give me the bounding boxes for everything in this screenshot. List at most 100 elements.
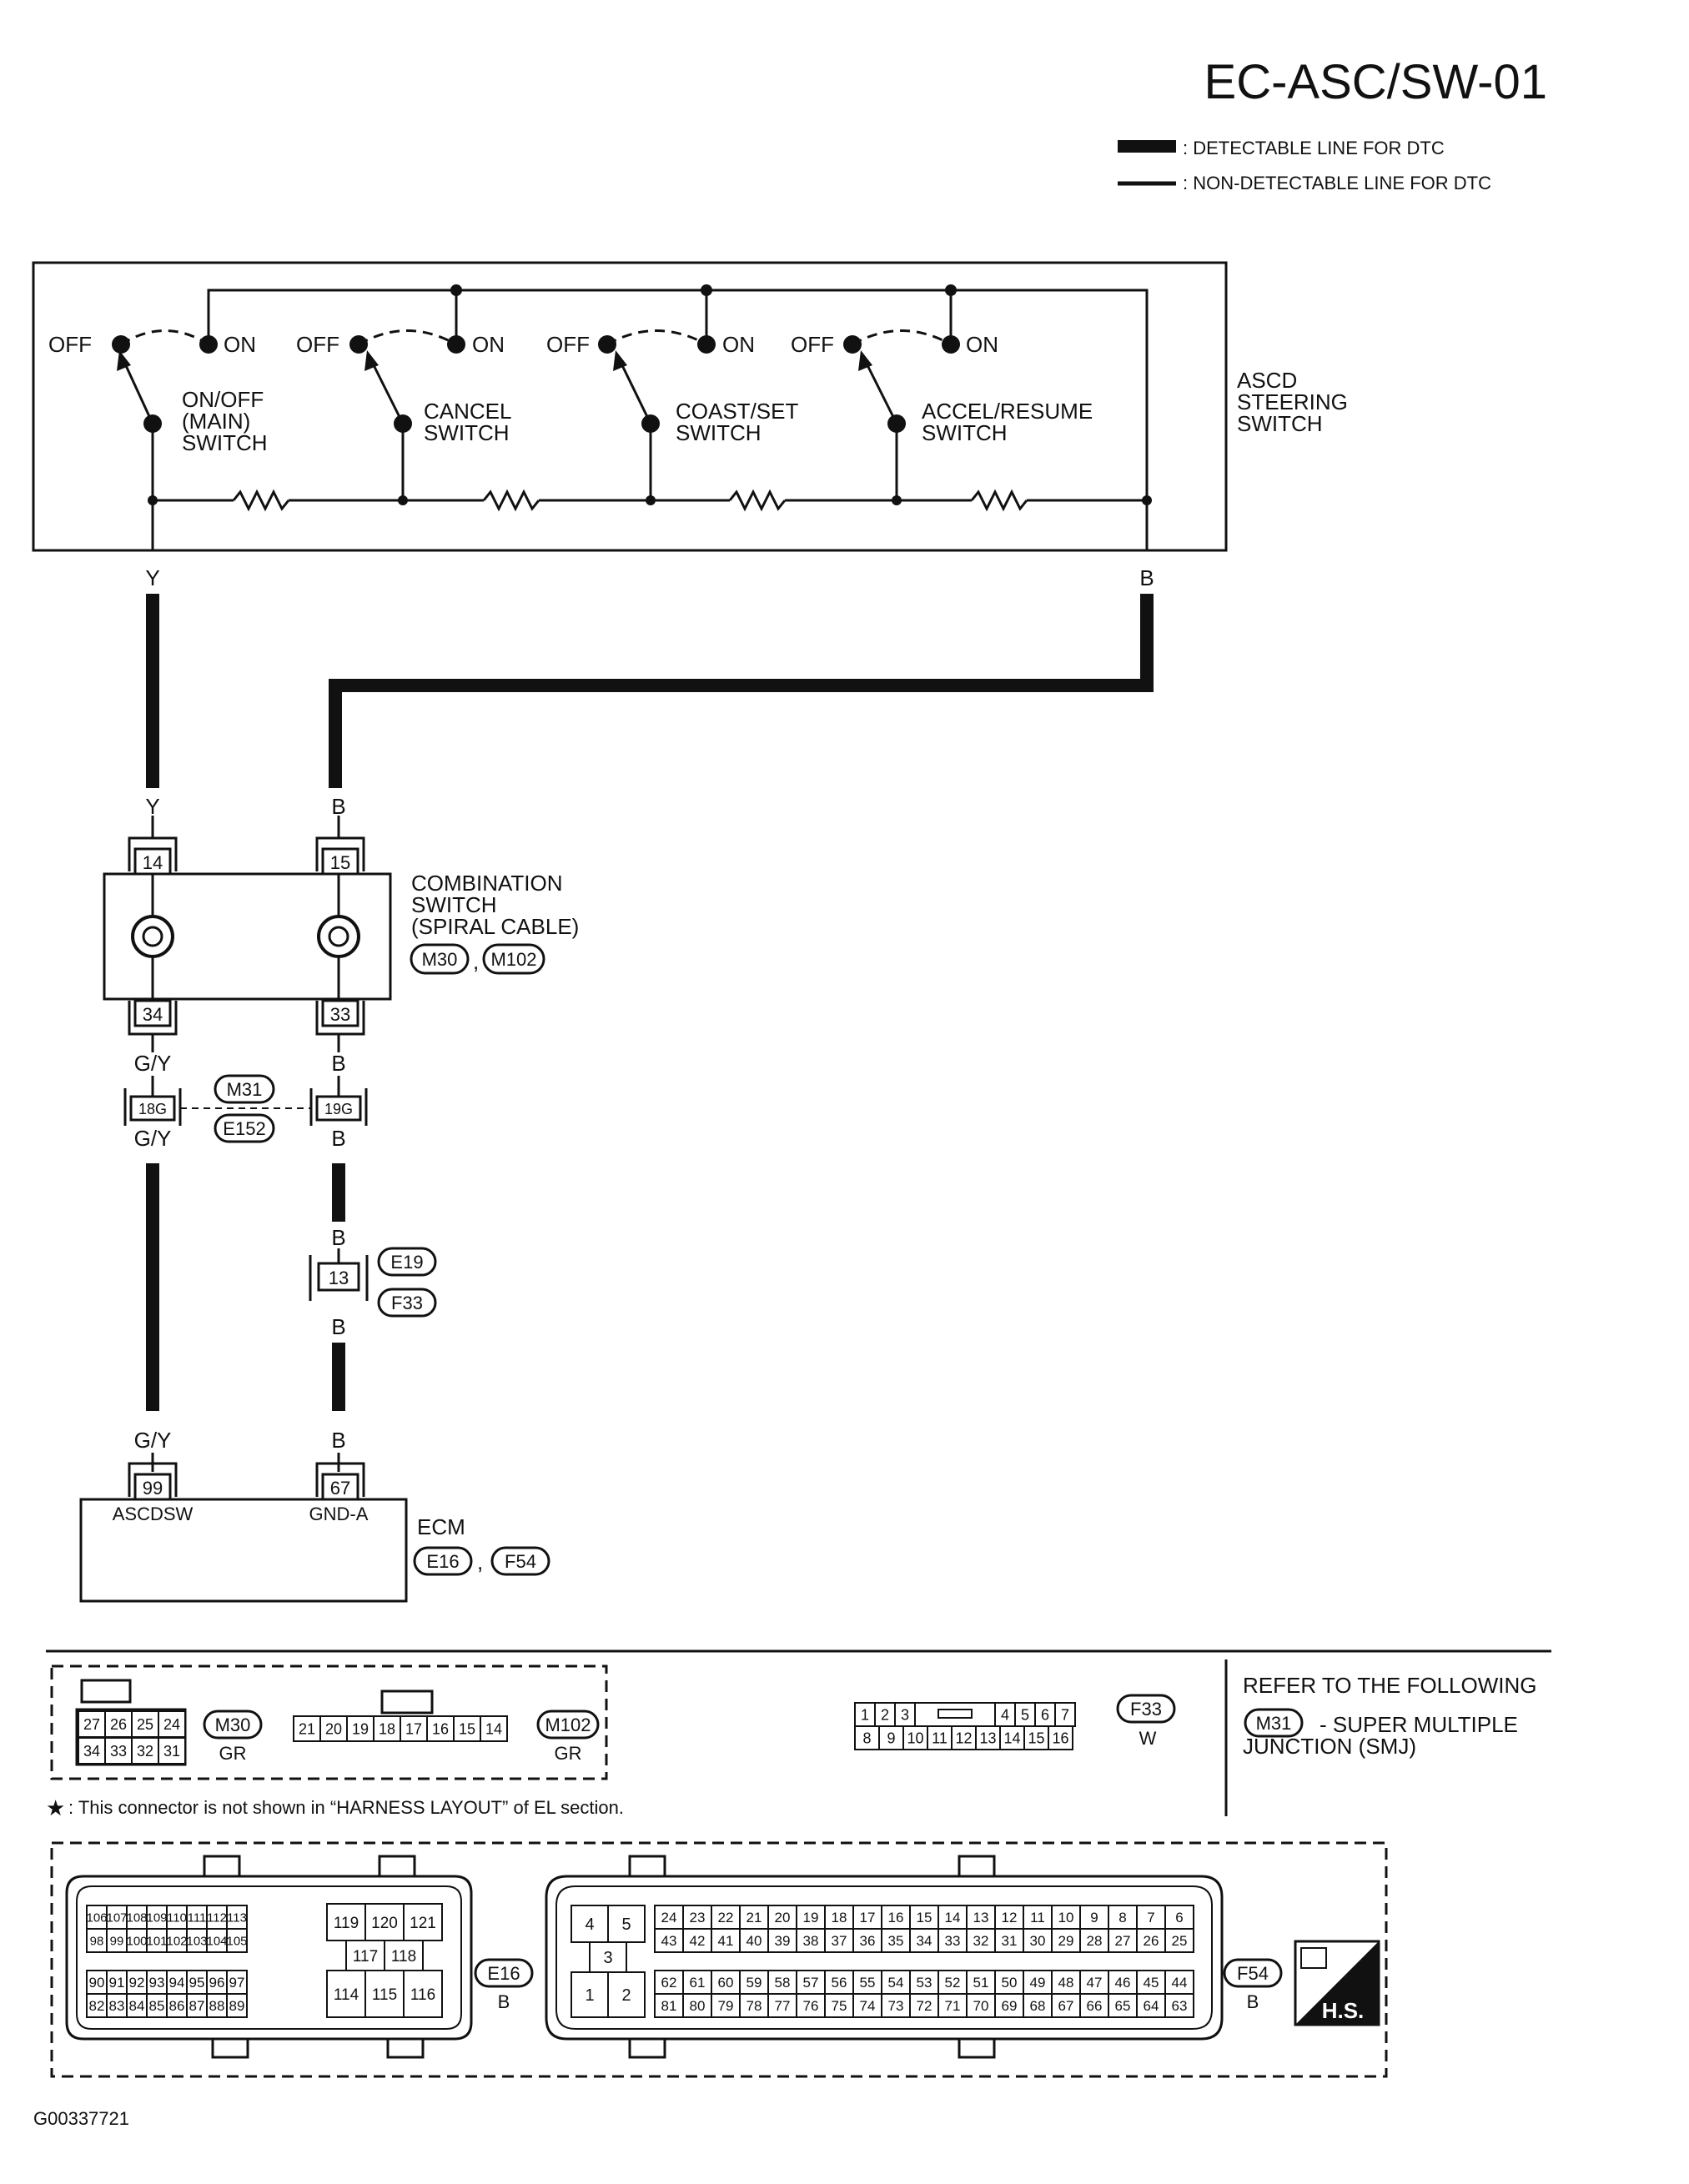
pin-label: 31 [163,1743,180,1760]
pin-label: 7 [1061,1706,1069,1723]
connector-badge-m102: M102 [490,949,536,970]
connector-color-b: B [1247,1991,1259,2012]
pin-label: 31 [1002,1933,1018,1949]
connector-group-m30-m102 [50,1664,608,1780]
pin-cell [739,1928,769,1953]
pin-label: 95 [189,1975,205,1991]
svg-text:STEERING: STEERING [1237,389,1348,414]
pin-label: 72 [917,1998,932,2014]
pin-cell [1034,1702,1056,1727]
pin-label: 12 [1002,1910,1018,1925]
svg-text:ACCEL/RESUME: ACCEL/RESUME [922,399,1093,424]
pin-label: 89 [229,1998,245,2014]
pin-cell [854,1702,876,1727]
pin-label: 16 [432,1720,449,1737]
pin-67: 67 [330,1478,350,1499]
pin-label: 2 [621,1986,631,2005]
pin-label: 32 [973,1933,989,1949]
pin-label: 92 [129,1975,145,1991]
pin-label: 94 [169,1975,185,1991]
pin-label: 96 [209,1975,225,1991]
pin-cell [104,1737,133,1765]
pin-cell [186,1905,208,1930]
pin-label: 100 [126,1934,147,1948]
pin-label: 2 [881,1706,889,1723]
pin-label: 41 [718,1933,734,1949]
pin-label: 14 [485,1720,502,1737]
pin-cell [166,1928,188,1953]
pin-label: 118 [391,1948,416,1966]
pin-label: 37 [832,1933,847,1949]
pin-label: 12 [955,1730,972,1746]
pin-label: 20 [775,1910,791,1925]
svg-text:ON: ON [722,332,755,357]
pin-label: 46 [1115,1975,1131,1991]
pin-label: 62 [661,1975,677,1991]
detectable-wire [329,594,1154,788]
pin-label: 97 [229,1975,245,1991]
pin-label: 52 [945,1975,961,1991]
pin-cell [1023,1905,1053,1930]
pin-label: 27 [1115,1933,1131,1949]
pin-cell [909,1928,939,1953]
pin-label: 120 [371,1915,398,1932]
pin-label: 54 [888,1975,904,1991]
svg-text:- SUPER MULTIPLE: - SUPER MULTIPLE [1320,1712,1518,1737]
pin-cell [1164,1970,1194,1995]
pin-cell [909,1993,939,2018]
pin-label: 86 [169,1998,185,2014]
pin-cell [937,1993,968,2018]
pin-cell [654,1993,684,2018]
pin-cell [994,1993,1024,2018]
pin-label: 15 [917,1910,932,1925]
connector-badge-e152: E152 [223,1118,265,1139]
pin-label: 42 [690,1933,706,1949]
pin-label: 19 [352,1720,369,1737]
pin-label: 43 [661,1933,677,1949]
pin-label: 44 [1172,1975,1188,1991]
svg-text:B: B [331,1428,345,1453]
steering-switch-label: ASCD [1237,368,1297,393]
pin-label: 30 [1030,1933,1046,1949]
pin-label: 66 [1087,1998,1103,2014]
connector-badge-e16: E16 [487,1963,520,1984]
pin-label: 116 [410,1986,435,2004]
pin-label: 68 [1030,1998,1046,2014]
pin-label: 34 [917,1933,932,1949]
svg-text:Y: Y [145,794,159,819]
pin-label: 13 [979,1730,996,1746]
pin-label: 57 [803,1975,819,1991]
pin-label: 19 [803,1910,819,1925]
pin-cell [480,1715,508,1742]
pin-cell [796,1928,826,1953]
connector-icon [1300,1947,1327,1969]
svg-text:SWITCH: SWITCH [182,430,268,455]
svg-text:G/Y: G/Y [134,1126,172,1151]
pin-label: 111 [188,1910,207,1925]
switch-accel-resume: OFF ON ACCEL/RESUME SWITCH [791,329,1093,500]
pin-label: 104 [206,1934,227,1948]
pin-label: 21 [746,1910,762,1925]
pin-label: 63 [1172,1998,1188,2014]
resistor-icon [232,489,290,512]
pin-label: 18 [832,1910,847,1925]
connector-color-w: W [1139,1728,1157,1749]
svg-text:ON: ON [966,332,998,357]
pin-label: 115 [372,1986,397,2004]
pin-label: 67 [1058,1998,1074,2014]
pin-label: 117 [353,1948,378,1966]
pin-label: 10 [1058,1910,1074,1925]
pin-19g: 19G [324,1101,353,1117]
pin-cell [1079,1993,1109,2018]
svg-text:B: B [331,1314,345,1339]
pin-cell [226,1928,248,1953]
pin-cell [1164,1928,1194,1953]
legend-detectable: : DETECTABLE LINE FOR DTC [1183,138,1445,158]
pin-label: 4 [1001,1706,1009,1723]
pin-cell [1079,1928,1109,1953]
pin-cell [1108,1928,1138,1953]
pin-34: 34 [143,1004,163,1025]
